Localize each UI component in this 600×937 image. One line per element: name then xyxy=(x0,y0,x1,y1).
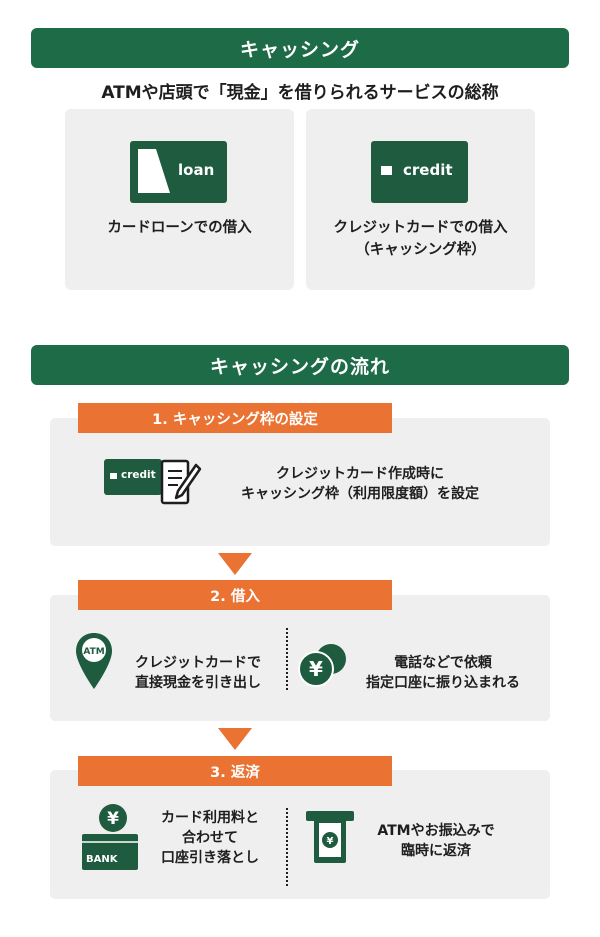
loan-card-icon: loan xyxy=(130,141,227,203)
cashing-title: キャッシング xyxy=(239,38,360,61)
step3-right-line2: 臨時に返済 xyxy=(401,843,471,859)
card-credit-label-line1: クレジットカードでの借入 xyxy=(333,220,508,236)
loan-card-shape xyxy=(138,149,170,193)
card-loan-label: カードローンでの借入 xyxy=(107,220,252,236)
atm-pin-text: ATM xyxy=(83,647,104,657)
atm-deposit-icon: ¥ xyxy=(306,811,354,863)
step1-text: クレジットカード作成時に キャッシング枠（利用限度額）を設定 xyxy=(205,464,515,504)
arrow-step2-to-step3 xyxy=(218,728,252,750)
step1-tab: 1. キャッシング枠の設定 xyxy=(78,403,392,433)
loan-icon-text: loan xyxy=(178,161,215,179)
flow-title: キャッシングの流れ xyxy=(209,355,390,378)
step2-right-line2: 指定口座に振り込まれる xyxy=(366,675,520,691)
step2-left-line1: クレジットカードで xyxy=(135,655,261,671)
credit-form-icon: credit xyxy=(104,455,202,511)
cashing-title-bar: キャッシング xyxy=(31,28,569,68)
flow-title-bar: キャッシングの流れ xyxy=(31,345,569,385)
credit-card-icon: credit xyxy=(371,141,468,203)
step2-panel xyxy=(50,595,550,721)
atm-yen-text: ¥ xyxy=(327,836,334,847)
card-credit: credit クレジットカードでの借入 （キャッシング枠） xyxy=(306,109,535,290)
step3-left-line3: 口座引き落とし xyxy=(161,850,259,866)
step3-divider xyxy=(286,808,288,886)
step3-label: 3. 返済 xyxy=(210,764,260,781)
bank-book-icon: ¥ BANK xyxy=(82,804,138,870)
bank-yen-text: ¥ xyxy=(107,809,119,829)
credit-chip-icon xyxy=(381,166,392,175)
card-loan: loan カードローンでの借入 xyxy=(65,109,294,290)
step2-right-text: 電話などで依頼 指定口座に振り込まれる xyxy=(348,653,538,693)
step1-icon-text: credit xyxy=(121,469,156,481)
yen-coins-icon: ¥ xyxy=(298,644,346,687)
step2-right-line1: 電話などで依頼 xyxy=(394,655,492,671)
cashing-subtitle: ATMや店頭で「現金」を借りられるサービスの総称 xyxy=(101,83,499,103)
step3-left-line1: カード利用料と xyxy=(161,810,259,826)
step2-divider xyxy=(286,628,288,690)
step3-left-line2: 合わせて xyxy=(182,830,238,846)
step2-label: 2. 借入 xyxy=(210,588,260,605)
step1-text-line1: クレジットカード作成時に xyxy=(276,466,444,482)
step2-left-text: クレジットカードで 直接現金を引き出し xyxy=(118,653,278,693)
yen-coin-text: ¥ xyxy=(309,657,323,681)
step1-label: 1. キャッシング枠の設定 xyxy=(152,411,318,428)
document-pen-icon xyxy=(160,459,202,505)
step3-right-text: ATMやお振込みで 臨時に返済 xyxy=(356,821,516,861)
atm-map-pin-icon: ATM xyxy=(76,633,112,689)
step1-chip-icon xyxy=(110,473,117,479)
step3-right-line1: ATMやお振込みで xyxy=(377,823,495,839)
card-credit-label-line2: （キャッシング枠） xyxy=(355,242,486,258)
step3-tab: 3. 返済 xyxy=(78,756,392,786)
step2-left-line2: 直接現金を引き出し xyxy=(135,675,261,691)
arrow-step1-to-step2 xyxy=(218,553,252,575)
step1-card-icon: credit xyxy=(104,459,162,495)
credit-icon-text: credit xyxy=(403,161,453,179)
step3-left-text: カード利用料と 合わせて 口座引き落とし xyxy=(140,808,280,868)
step2-tab: 2. 借入 xyxy=(78,580,392,610)
bank-label-text: BANK xyxy=(86,854,119,865)
step1-text-line2: キャッシング枠（利用限度額）を設定 xyxy=(241,486,479,502)
